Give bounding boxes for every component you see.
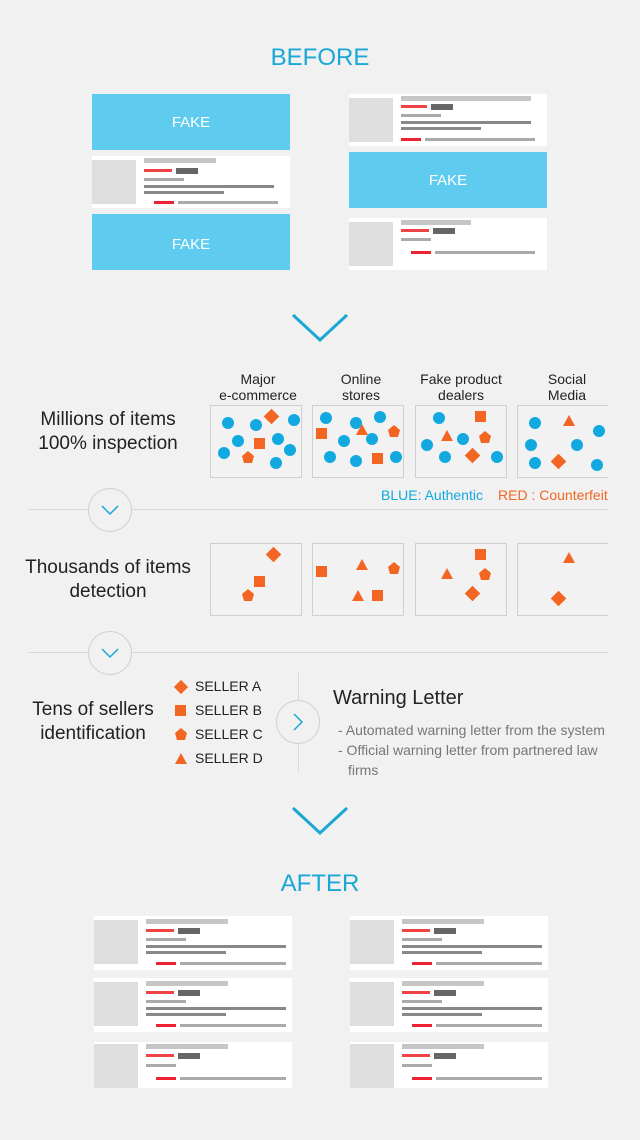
listing-card: FAKE xyxy=(349,152,547,208)
listing-card xyxy=(94,916,292,970)
warning-line-automated: - Automated warning letter from the syst… xyxy=(338,722,605,738)
listing-card xyxy=(94,978,292,1032)
thumbnail xyxy=(350,1044,394,1088)
thumbnail xyxy=(94,1044,138,1088)
divider xyxy=(28,509,608,510)
legend-counterfeit: RED : Counterfeit xyxy=(498,487,608,503)
thumbnail xyxy=(350,920,394,964)
warning-line-official-cont: firms xyxy=(348,762,379,778)
listing-card xyxy=(350,1042,548,1088)
seller-c: SELLER C xyxy=(195,726,263,742)
triangle-icon xyxy=(175,753,187,764)
panel-online-stores xyxy=(312,405,404,478)
thumbnail xyxy=(92,160,136,204)
thumbnail xyxy=(94,982,138,1026)
fake-overlay: FAKE xyxy=(349,152,547,208)
detection-panel-ecommerce xyxy=(210,543,302,616)
fake-label: FAKE xyxy=(171,236,211,253)
listing-card xyxy=(350,916,548,970)
chevron-down-icon xyxy=(101,505,119,516)
listing-card: FAKE xyxy=(92,214,290,270)
detection-panels xyxy=(210,543,608,616)
step-down-button xyxy=(88,631,132,675)
step-next-button xyxy=(276,700,320,744)
detection-panel-social-media xyxy=(517,543,608,616)
thumbnail xyxy=(349,98,393,142)
panel-fake-dealers xyxy=(415,405,507,478)
warning-line-official: - Official warning letter from partnered… xyxy=(338,742,598,758)
listing-card xyxy=(349,218,547,270)
thumbnail xyxy=(350,982,394,1026)
pentagon-icon xyxy=(175,728,187,740)
panel-ecommerce xyxy=(210,405,302,478)
seller-b: SELLER B xyxy=(195,702,262,718)
chevron-down-icon xyxy=(291,806,349,836)
fake-overlay: FAKE xyxy=(92,214,290,270)
detection-panel-fake-dealers xyxy=(415,543,507,616)
chevron-down-icon xyxy=(101,648,119,659)
legend-authentic: BLUE: Authentic xyxy=(381,487,483,503)
thumbnail xyxy=(349,222,393,266)
step-down-button xyxy=(88,488,132,532)
detection-panel-online-stores xyxy=(312,543,404,616)
divider xyxy=(28,652,608,653)
diamond-icon xyxy=(173,679,189,695)
listing-card xyxy=(349,94,547,146)
panel-social-media xyxy=(517,405,608,478)
chevron-right-icon xyxy=(293,713,304,731)
thumbnail xyxy=(94,920,138,964)
listing-card: FAKE xyxy=(92,94,290,150)
before-title: BEFORE xyxy=(270,44,370,71)
fake-label: FAKE xyxy=(428,172,468,189)
square-icon xyxy=(175,705,186,716)
listing-card xyxy=(94,1042,292,1088)
after-title: AFTER xyxy=(280,870,360,897)
listing-card xyxy=(92,156,290,208)
inspection-panels xyxy=(210,405,608,478)
listing-card xyxy=(350,978,548,1032)
fake-label: FAKE xyxy=(171,114,211,131)
chevron-down-icon xyxy=(291,313,349,343)
seller-d: SELLER D xyxy=(195,750,263,766)
seller-a: SELLER A xyxy=(195,678,262,694)
fake-overlay: FAKE xyxy=(92,94,290,150)
warning-letter-title: Warning Letter xyxy=(333,687,464,709)
